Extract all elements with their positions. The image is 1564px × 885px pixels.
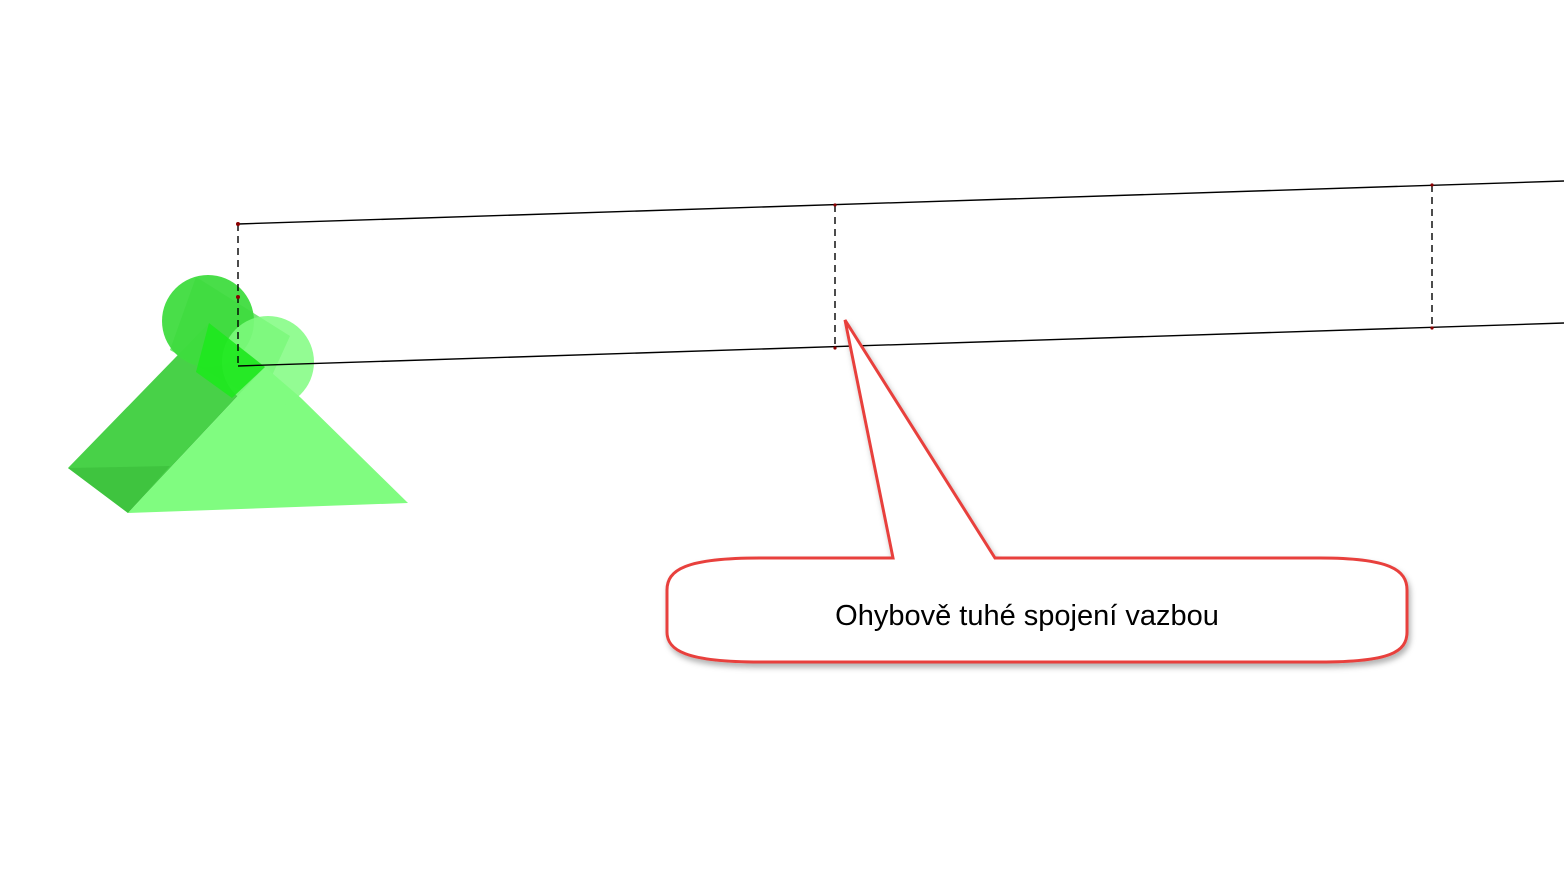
beam-top-edge[interactable] (237, 180, 1564, 225)
support-prism-bottom (68, 466, 170, 513)
node[interactable] (1430, 326, 1434, 330)
support-overlap (196, 323, 265, 398)
node[interactable] (236, 295, 240, 299)
node[interactable] (1430, 183, 1434, 187)
node[interactable] (833, 346, 837, 350)
callout-bubble (665, 319, 1409, 664)
node[interactable] (236, 222, 240, 226)
callout-text: Ohybově tuhé spojení vazbou (835, 600, 1219, 632)
callout (665, 319, 1409, 664)
nodes (236, 183, 1434, 350)
hinged-support-icon[interactable] (68, 275, 408, 513)
beam-bottom-edge[interactable] (237, 322, 1564, 367)
support-prism-front (128, 367, 408, 513)
node[interactable] (833, 203, 837, 207)
